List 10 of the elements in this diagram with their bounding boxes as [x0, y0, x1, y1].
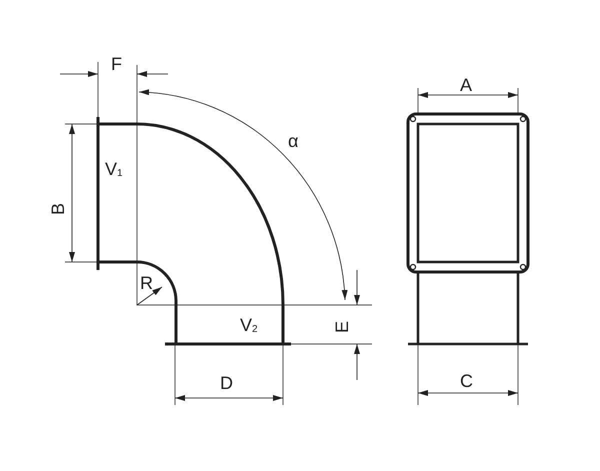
dimension-label: D	[220, 374, 233, 392]
dimension-label: E	[333, 321, 351, 333]
dimension-label: R	[140, 274, 153, 292]
part-label: V$_{1}$	[105, 160, 123, 178]
part-label: V$_{2}$	[240, 316, 258, 334]
angle-label: α	[288, 132, 298, 150]
dimension-label: B	[49, 203, 67, 215]
dimension-label: F	[111, 55, 122, 73]
dimension-label: A	[460, 76, 472, 94]
dimension-label: C	[460, 372, 473, 390]
